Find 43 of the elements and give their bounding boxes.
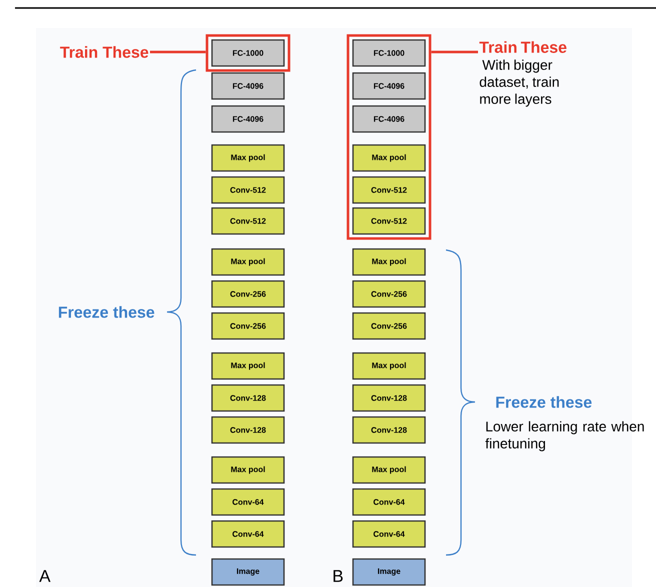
panel-letter: A xyxy=(39,570,51,582)
layer-box: Max pool xyxy=(352,456,426,484)
layer-box: Conv-64 xyxy=(352,488,426,516)
layer-box: Conv-128 xyxy=(352,416,426,444)
layer-box: FC-1000 xyxy=(352,39,426,67)
layer-box: FC-4096 xyxy=(211,105,285,133)
layer-box: Conv-512 xyxy=(211,176,285,204)
callout-title: Train These xyxy=(60,46,148,58)
highlight-frame xyxy=(346,34,432,240)
layer-box: Conv-256 xyxy=(352,312,426,340)
layer-box: Max pool xyxy=(211,352,285,380)
layer-box: Conv-256 xyxy=(352,280,426,308)
layer-box: Max pool xyxy=(211,248,285,276)
layer-box: Conv-512 xyxy=(211,207,285,235)
layer-box: Image xyxy=(211,558,285,586)
callout-note: Train These With bigger dataset, train more layers xyxy=(479,41,566,107)
layer-box: FC-4096 xyxy=(352,72,426,100)
layer-box: Max pool xyxy=(211,456,285,484)
layer-box: Image xyxy=(352,558,426,586)
layer-box: Conv-64 xyxy=(211,488,285,516)
group-label: Freeze these xyxy=(58,306,154,318)
layer-box: Conv-128 xyxy=(211,416,285,444)
layer-box: FC-1000 xyxy=(211,39,285,67)
panel-letter: B xyxy=(334,570,343,582)
layer-box: FC-4096 xyxy=(352,105,426,133)
layer-box: Conv-128 xyxy=(211,384,285,412)
layer-box: Max pool xyxy=(352,248,426,276)
connector-line xyxy=(431,50,478,54)
layer-box: Max pool xyxy=(352,144,426,172)
note-text: Lower learning rate when finetuning xyxy=(485,421,644,452)
layer-box: Conv-512 xyxy=(352,176,426,204)
connector-line xyxy=(150,50,206,54)
layer-box: Conv-512 xyxy=(352,207,426,235)
layer-box: FC-4096 xyxy=(211,72,285,100)
layer-box: Conv-64 xyxy=(352,520,426,548)
layer-box: Conv-256 xyxy=(211,312,285,340)
layer-box: Max pool xyxy=(211,144,285,172)
highlight-frame xyxy=(206,34,290,72)
layer-box: Max pool xyxy=(352,352,426,380)
layer-box: Conv-256 xyxy=(211,280,285,308)
layer-box: Conv-128 xyxy=(352,384,426,412)
layer-box: Conv-64 xyxy=(211,520,285,548)
group-label: Freeze these xyxy=(496,396,592,408)
